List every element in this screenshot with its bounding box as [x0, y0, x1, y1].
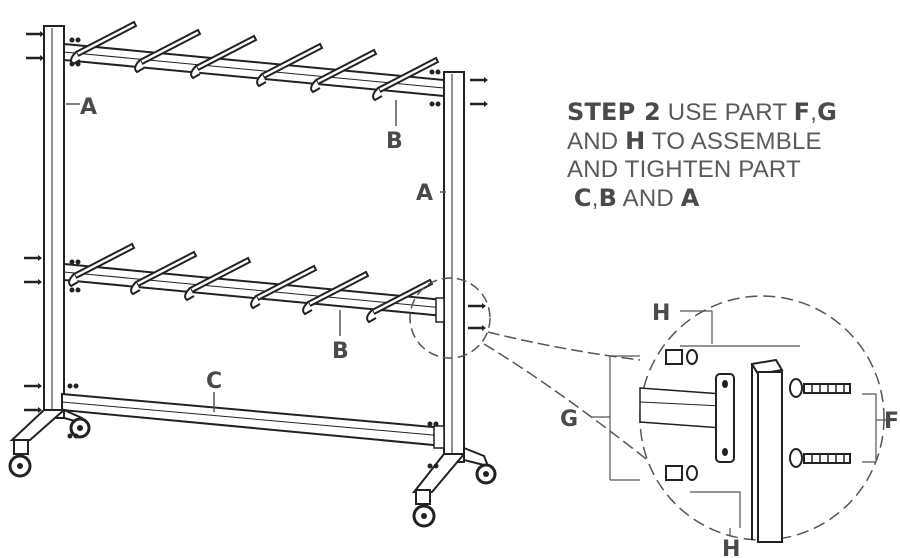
middle-rail — [63, 243, 445, 323]
instruction-sep-1: , — [810, 99, 818, 126]
instruction-line-2: AND H TO ASSEMBLE — [567, 127, 887, 156]
upright-left — [43, 25, 65, 419]
instruction-part-c: C — [573, 184, 592, 212]
instruction-line-4: C,B AND A — [567, 184, 887, 213]
label-f: F — [884, 409, 899, 434]
instruction-line-1: STEP 2 USE PART F,G — [567, 98, 887, 127]
instruction-part-f: F — [793, 98, 811, 126]
label-a-right: A — [416, 181, 433, 206]
bolts-left — [22, 29, 81, 439]
instruction-text-3: TO ASSEMBLE — [651, 128, 822, 155]
instruction-part-b: B — [598, 184, 618, 212]
label-h-top: H — [652, 301, 670, 326]
instruction-line-3: AND TIGHTEN PART — [567, 156, 887, 184]
instruction-text-4: AND TIGHTEN PART — [567, 156, 801, 183]
step-title: STEP 2 — [567, 98, 661, 126]
bottom-rail — [61, 392, 445, 449]
part-labels: A B A B C H G F H — [66, 95, 899, 558]
detail-leaders — [592, 310, 886, 536]
instruction-text-1: USE PART — [667, 99, 787, 126]
top-rail — [63, 21, 445, 101]
detail-callout — [409, 277, 661, 471]
assembly-instruction: STEP 2 USE PART F,G AND H TO ASSEMBLE AN… — [567, 98, 887, 213]
label-b-middle: B — [332, 339, 349, 364]
label-b-top: B — [386, 129, 403, 154]
base-right — [411, 446, 497, 528]
base-left — [8, 408, 91, 478]
instruction-part-h: H — [625, 127, 646, 155]
bolts-right — [427, 69, 490, 469]
label-c: C — [206, 369, 222, 394]
instruction-text-5: AND — [622, 185, 674, 212]
label-a-left: A — [80, 95, 97, 120]
instruction-text-2: AND — [567, 128, 619, 155]
label-h-bottom: H — [722, 537, 740, 558]
instruction-part-g: G — [817, 98, 838, 126]
upright-right — [443, 71, 465, 463]
instruction-part-a: A — [680, 184, 700, 212]
label-g: G — [560, 407, 578, 432]
instruction-sep-2: , — [591, 185, 599, 212]
detail-view — [639, 295, 885, 543]
